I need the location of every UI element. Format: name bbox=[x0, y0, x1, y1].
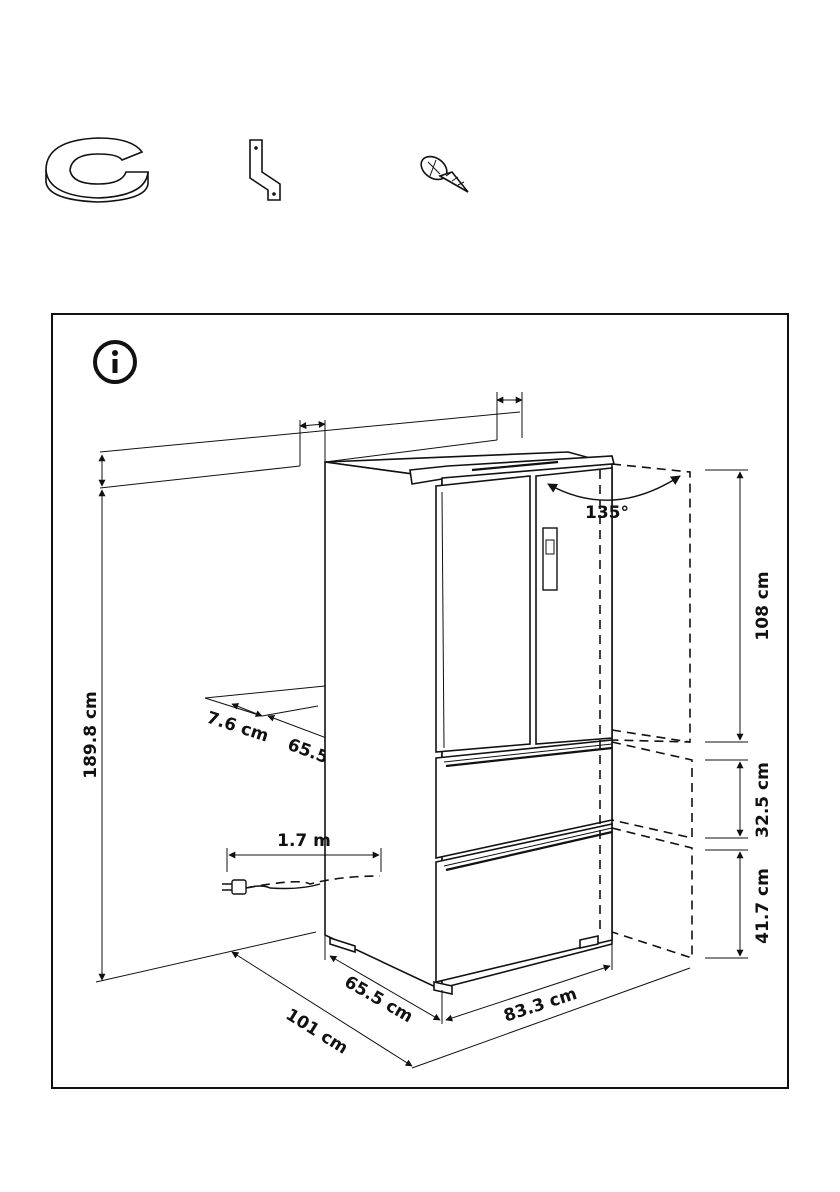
fridge-body bbox=[325, 452, 614, 994]
width-label: 83.3 cm bbox=[501, 984, 579, 1026]
cable-length-label: 1.7 m bbox=[277, 831, 331, 851]
wall-bracket-icon bbox=[250, 140, 280, 200]
bottom-drawer-height-label: 41.7 cm bbox=[753, 868, 773, 944]
total-height-dimension bbox=[96, 490, 316, 982]
screw-icon bbox=[417, 152, 468, 192]
spacer-ring-icon bbox=[46, 138, 148, 202]
info-icon bbox=[95, 342, 135, 382]
right-dimension-lines bbox=[705, 470, 748, 958]
drawer-extension-lines bbox=[612, 742, 692, 958]
door-height-label: 108 cm bbox=[753, 571, 773, 640]
open-depth-label: 101 cm bbox=[282, 1005, 351, 1059]
middle-drawer-height-label: 32.5 cm bbox=[753, 762, 773, 838]
door-angle-label: 135° bbox=[585, 503, 629, 523]
rear-gap-label: 7.6 cm bbox=[204, 708, 271, 747]
total-height-label: 189.8 cm bbox=[81, 691, 101, 778]
